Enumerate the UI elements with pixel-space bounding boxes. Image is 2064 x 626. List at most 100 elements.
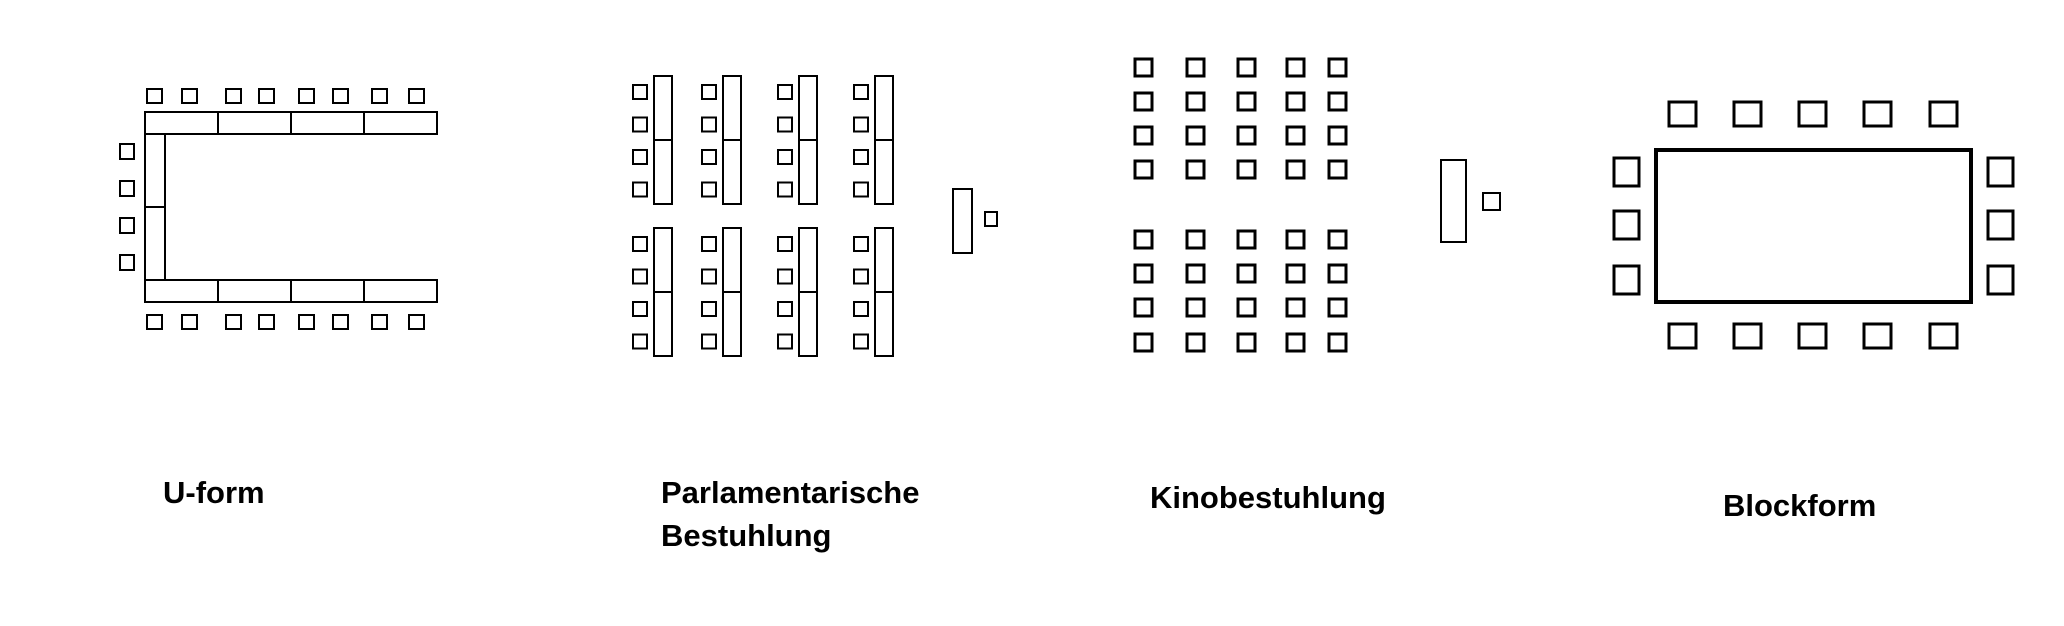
chair [332,88,349,104]
chair [853,84,869,100]
u-form-label: U-form [163,475,265,510]
seat [1185,263,1206,284]
chair [853,333,869,350]
chair [777,116,793,133]
chair [408,314,425,330]
parliament-seating-label: Parlamentarische Bestuhlung [661,471,919,557]
table [722,75,742,141]
chair [632,301,648,317]
table [798,75,818,141]
chair [853,116,869,133]
table [217,279,292,303]
chair [632,268,648,285]
seat [1285,159,1306,180]
seat [1285,332,1306,353]
chair [777,181,793,198]
table [798,227,818,293]
table [1654,148,1973,304]
seat [1133,229,1154,250]
table [144,133,166,208]
chair [225,88,242,104]
chair [853,268,869,285]
table [653,291,673,357]
table [874,75,894,141]
seat [1133,91,1154,112]
seat [1236,91,1257,112]
cinema-seating-label: Kinobestuhlung [1150,480,1386,515]
chair [1928,322,1959,350]
chair [632,149,648,165]
chair [371,88,388,104]
chair [181,314,198,330]
chair [298,88,315,104]
chair [853,181,869,198]
chair [119,254,135,271]
chair [701,149,717,165]
table [144,206,166,281]
seat [1133,297,1154,318]
seat [1327,125,1348,146]
chair [146,314,163,330]
chair [1862,100,1893,128]
chair [1732,100,1763,128]
chair [632,333,648,350]
chair [853,301,869,317]
seat [1327,91,1348,112]
seat [1236,125,1257,146]
seat [1133,159,1154,180]
seat [1327,297,1348,318]
parliament-seating-label-line1: Parlamentarische [661,475,920,510]
block-form-label: Blockform [1723,488,1877,523]
speaker-chair [984,211,998,227]
table [217,111,292,135]
chair [632,236,648,252]
table [653,227,673,293]
seat [1236,57,1257,78]
chair [701,301,717,317]
chair [701,116,717,133]
seat [1285,57,1306,78]
chair [332,314,349,330]
table [722,291,742,357]
u-form-diagram [119,88,438,330]
seat [1133,332,1154,353]
seat [1133,57,1154,78]
seat [1185,125,1206,146]
table [144,279,219,303]
table [363,279,438,303]
seat [1185,91,1206,112]
chair [298,314,315,330]
table [874,291,894,357]
table [653,75,673,141]
chair [119,143,135,160]
table [363,111,438,135]
chair [701,333,717,350]
presenter-chair [1482,192,1501,211]
seat [1185,332,1206,353]
block-form-diagram [1612,100,2015,350]
seat [1327,229,1348,250]
chair [181,88,198,104]
chair [632,84,648,100]
table [722,227,742,293]
chair [1612,209,1641,241]
seat [1285,125,1306,146]
table [722,139,742,205]
table [144,111,219,135]
seat [1185,57,1206,78]
chair [371,314,388,330]
speaker-desk [952,188,973,254]
chair [853,236,869,252]
table [798,139,818,205]
presenter-desk [1440,159,1467,243]
parliament-seating-diagram [632,75,998,357]
chair [777,84,793,100]
seat [1185,159,1206,180]
chair [777,149,793,165]
seat [1285,91,1306,112]
chair [1667,100,1698,128]
seat [1327,159,1348,180]
seat [1327,263,1348,284]
seat [1236,263,1257,284]
seat [1185,229,1206,250]
